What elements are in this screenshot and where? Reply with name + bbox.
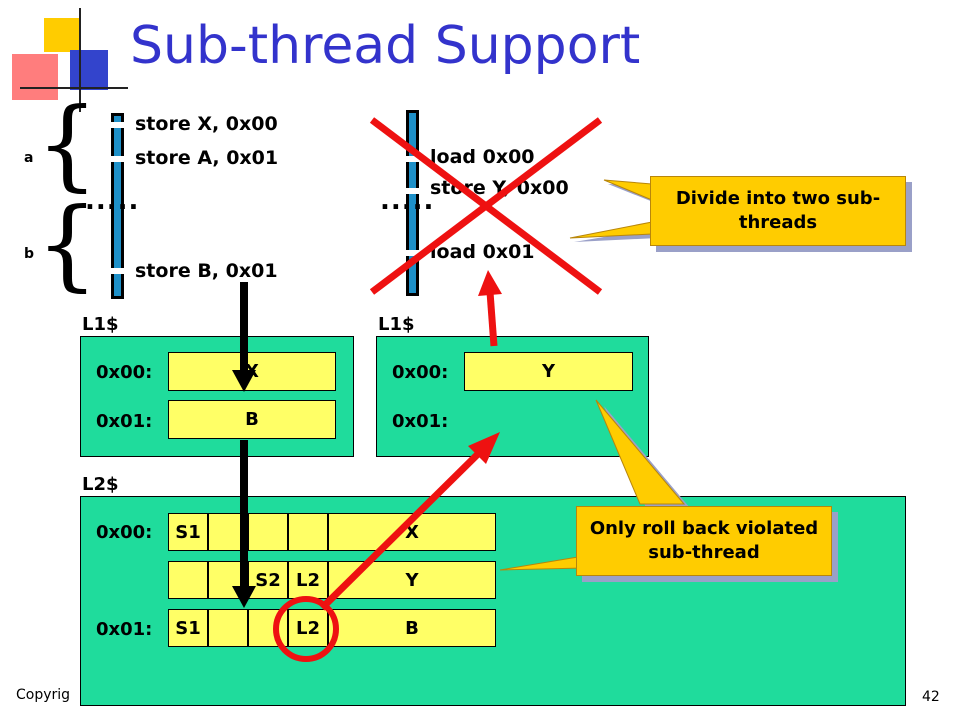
thread-b-tick bbox=[403, 188, 423, 194]
thread-a-instr-store-b: store B, 0x01 bbox=[135, 260, 278, 282]
l1-right-label: L1$ bbox=[378, 314, 415, 335]
thread-b-tick bbox=[403, 156, 423, 162]
l1-left-addr-1: 0x01: bbox=[96, 411, 153, 432]
footer-copyright: Copyrig bbox=[16, 687, 71, 703]
thread-b-tick bbox=[403, 250, 423, 256]
l2-row2-value: B bbox=[328, 609, 496, 647]
l1-right-cell-0: Y bbox=[464, 352, 633, 391]
l1-left-addr-0: 0x00: bbox=[96, 362, 153, 383]
arrow-head-l2 bbox=[232, 586, 256, 608]
l2-row2-sub2 bbox=[208, 609, 248, 647]
cross-line-2 bbox=[369, 117, 603, 295]
arrow-head-l1-right bbox=[468, 432, 500, 464]
l2-row0-sub1: S1 bbox=[168, 513, 208, 551]
thread-a-tick bbox=[108, 156, 128, 162]
l2-label: L2$ bbox=[82, 474, 119, 495]
thread-b-ellipsis: ..... bbox=[380, 186, 435, 216]
l2-row2-sub1: S1 bbox=[168, 609, 208, 647]
l2-row0-sub4 bbox=[288, 513, 328, 551]
l2-row1-sub4: L2 bbox=[288, 561, 328, 599]
violation-circle bbox=[273, 596, 339, 662]
l2-row2-sub4: L2 bbox=[288, 609, 328, 647]
l1-left-label: L1$ bbox=[82, 314, 119, 335]
arrow-head-thread-b bbox=[478, 270, 502, 296]
callout-rollback: Only roll back violated sub-thread bbox=[576, 506, 832, 576]
l2-row0-sub3 bbox=[248, 513, 288, 551]
page-number: 42 bbox=[922, 689, 940, 705]
thread-a-instr-store-a: store A, 0x01 bbox=[135, 147, 279, 169]
l2-addr-0: 0x00: bbox=[96, 522, 153, 543]
thread-a-instr-store-x: store X, 0x00 bbox=[135, 113, 278, 135]
l2-row1-sub1 bbox=[168, 561, 208, 599]
l1-right-addr-0: 0x00: bbox=[392, 362, 449, 383]
arrow-l2-to-l1 bbox=[319, 449, 483, 611]
thread-b-instr-load-0: load 0x00 bbox=[430, 146, 535, 168]
arrow-l1-to-thread-b bbox=[486, 291, 498, 347]
l1-left-cell-1: B bbox=[168, 400, 336, 439]
arrow-head-l1 bbox=[232, 370, 256, 392]
slide-title: Sub-thread Support bbox=[130, 16, 641, 76]
l2-addr-1: 0x01: bbox=[96, 619, 153, 640]
thread-a-ellipsis: ..... bbox=[85, 186, 140, 216]
callout-divide: Divide into two sub-threads bbox=[650, 176, 906, 246]
thread-a-tick bbox=[108, 268, 128, 274]
brace-b-label: b bbox=[24, 246, 35, 262]
logo-decoration bbox=[12, 8, 128, 112]
brace-a-label: a bbox=[24, 150, 34, 166]
brace-b: { bbox=[36, 188, 99, 302]
l2-row1-value: Y bbox=[328, 561, 496, 599]
l2-row1-sub3: S2 bbox=[248, 561, 288, 599]
thread-b-instr-load-1: load 0x01 bbox=[430, 241, 535, 263]
l1-right-addr-1: 0x01: bbox=[392, 411, 449, 432]
brace-a: { bbox=[36, 88, 99, 202]
thread-a-tick bbox=[108, 122, 128, 128]
l2-row2-sub3 bbox=[248, 609, 288, 647]
